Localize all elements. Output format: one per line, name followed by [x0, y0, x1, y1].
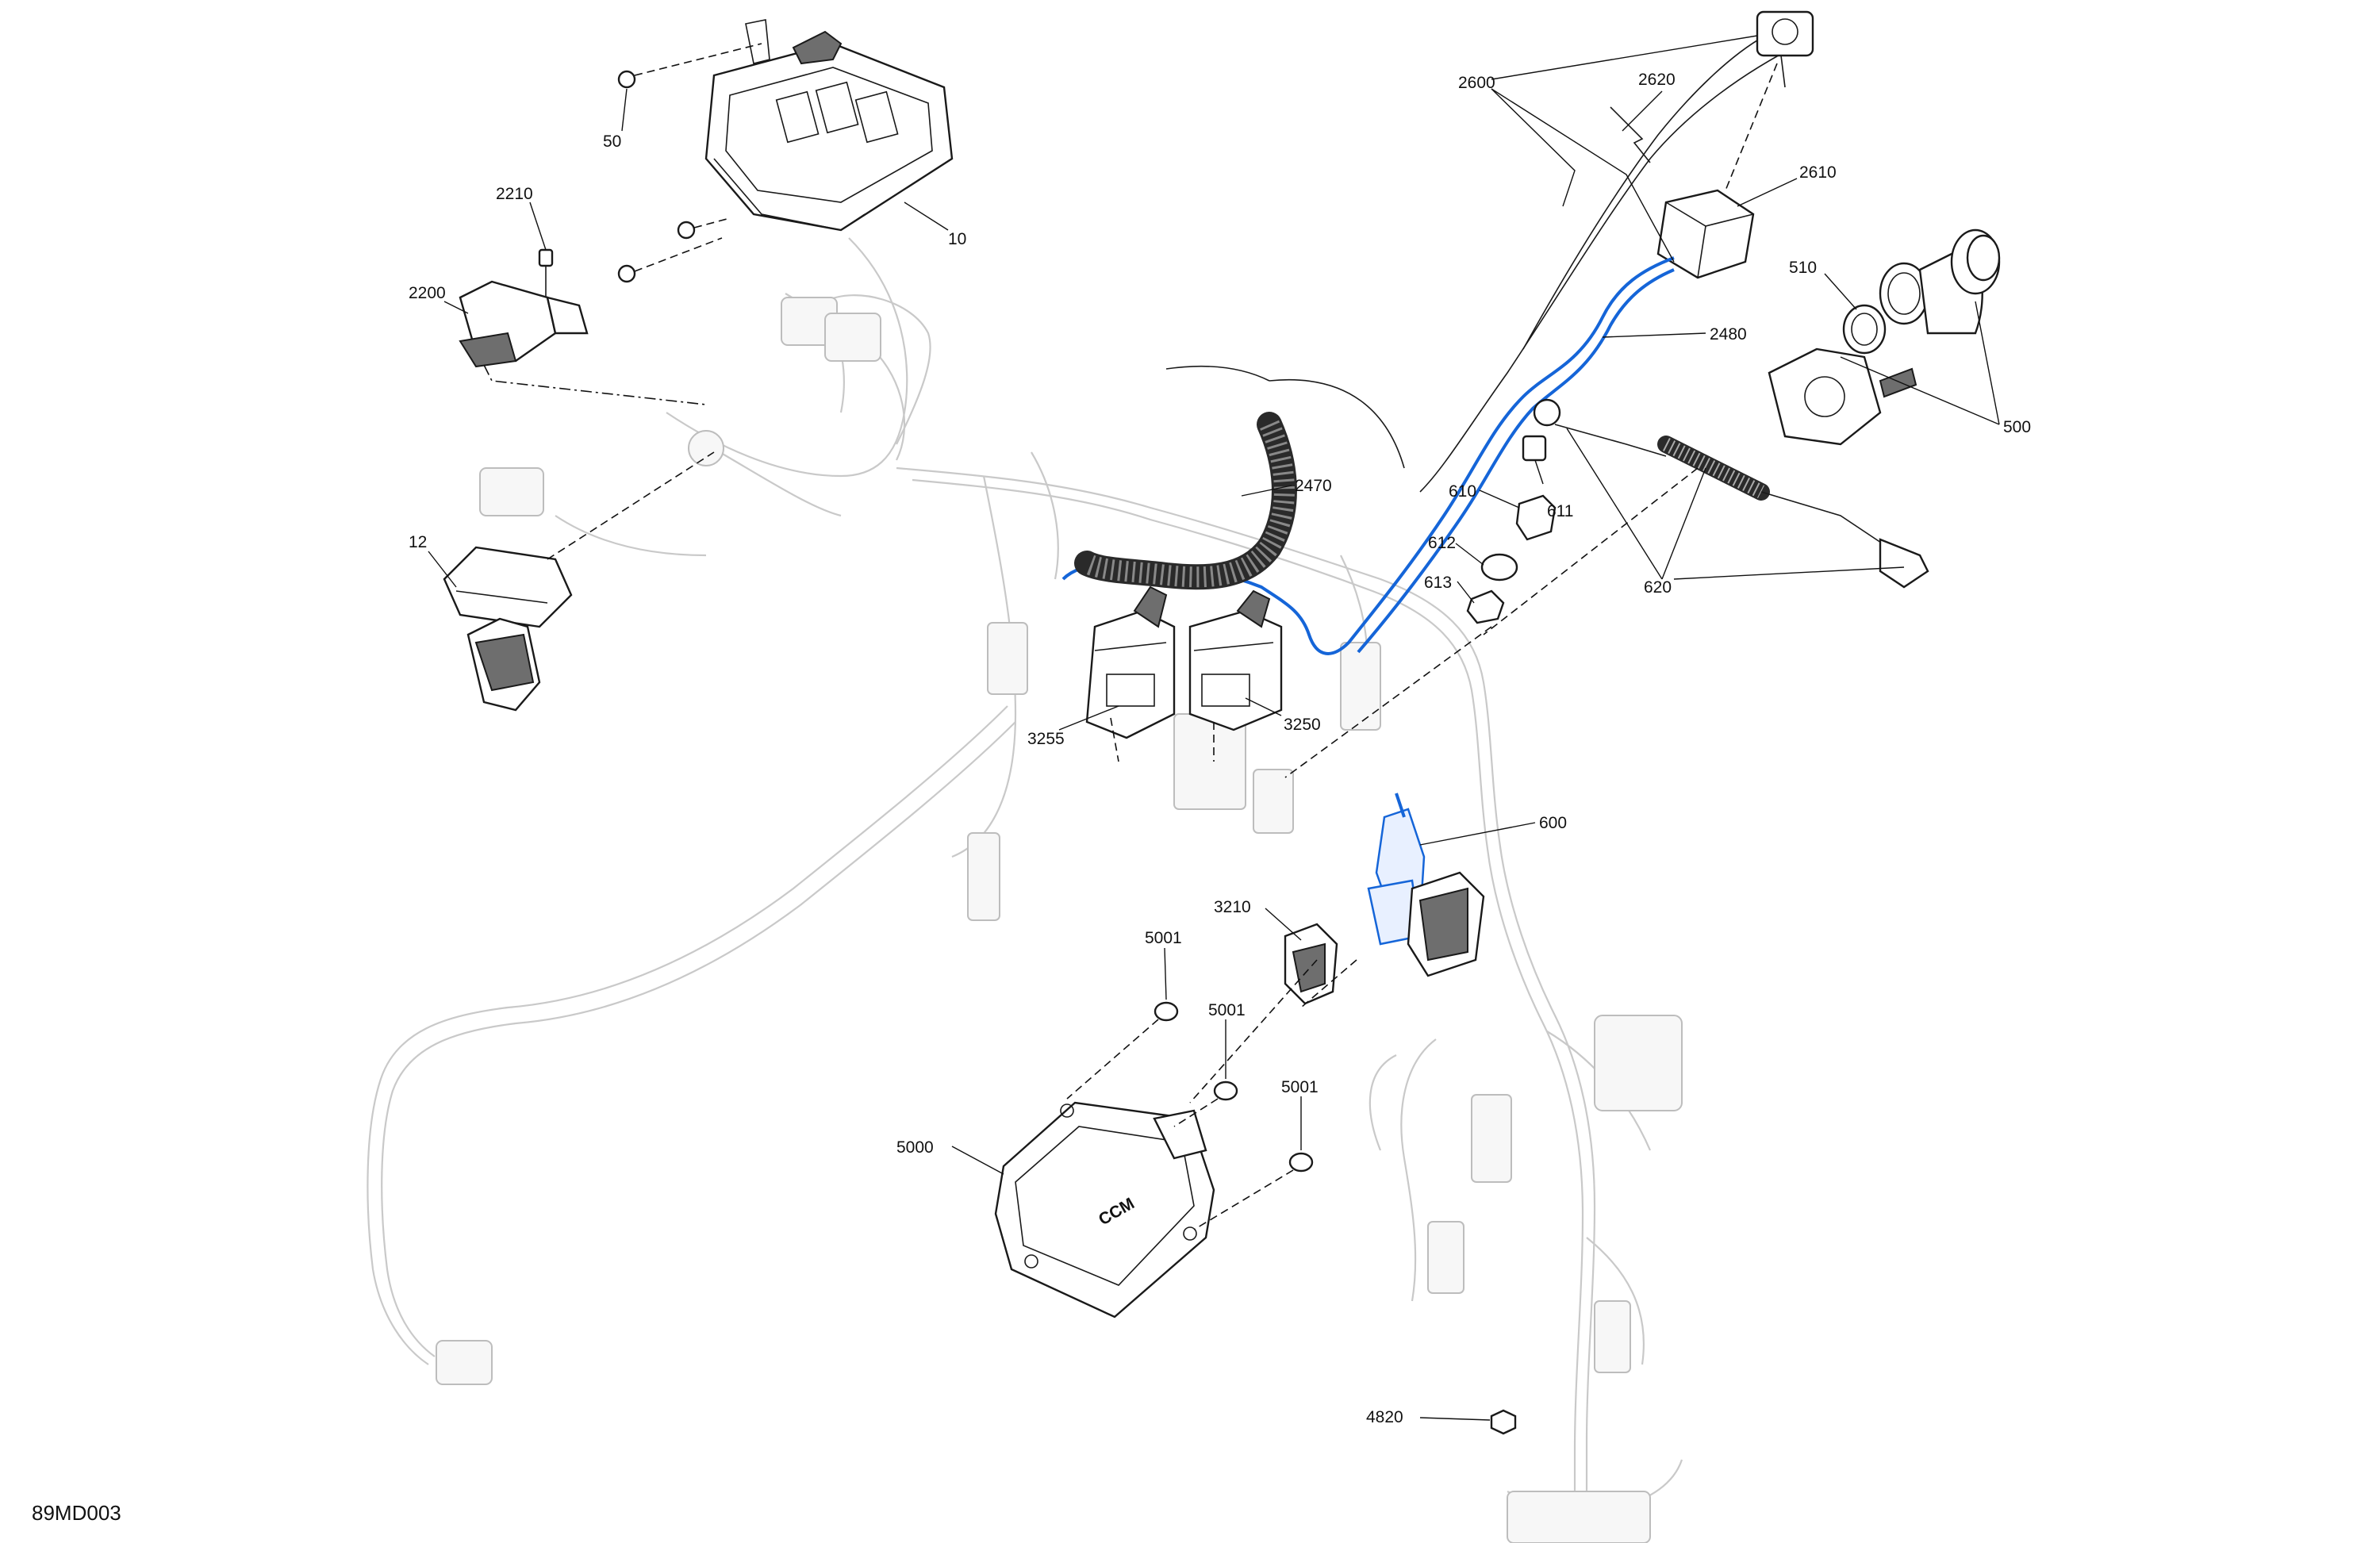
nut	[1213, 1080, 1238, 1101]
ghost-connector	[987, 622, 1028, 695]
pin	[1610, 106, 1651, 163]
callout-600: 600	[1539, 814, 1567, 832]
part-2600-cable	[1419, 35, 1802, 493]
callout-4820: 4820	[1366, 1408, 1403, 1426]
part-2620-switch	[1756, 10, 1814, 88]
align-line	[1725, 63, 1778, 191]
callout-5001-a: 5001	[1145, 929, 1182, 947]
callout-3210: 3210	[1214, 898, 1251, 916]
part-5001-nuts	[1154, 1001, 1314, 1173]
part-2200-sensor	[459, 280, 589, 368]
part-600-mating-connector	[1407, 871, 1485, 977]
main-harness-ghost	[367, 237, 1683, 1543]
part-4820-nut	[1490, 1409, 1517, 1435]
align-line	[1110, 717, 1119, 762]
callout-3255: 3255	[1027, 730, 1065, 748]
screw	[617, 70, 636, 89]
part-2610-module	[1656, 189, 1755, 279]
harness-connectors-ghost	[436, 297, 1683, 1543]
callout-2610: 2610	[1799, 163, 1837, 182]
ghost-module	[1594, 1015, 1683, 1111]
align-line	[1189, 959, 1318, 1104]
align-line	[1284, 626, 1492, 778]
callout-610: 610	[1449, 482, 1476, 501]
part-10-display-cluster	[704, 19, 954, 232]
callout-611: 611	[1547, 502, 1573, 520]
callout-10: 10	[948, 230, 966, 248]
callout-2600: 2600	[1458, 74, 1495, 92]
ghost-connector	[967, 832, 1000, 921]
callout-5001-c: 5001	[1281, 1078, 1319, 1096]
callout-2470: 2470	[1295, 477, 1332, 495]
ghost-connector	[1594, 1300, 1631, 1373]
align-line	[483, 364, 707, 405]
callout-2200: 2200	[409, 284, 446, 302]
callout-50: 50	[603, 132, 621, 151]
callout-5000: 5000	[896, 1138, 934, 1157]
part-500-ignition-assembly	[1768, 228, 2001, 446]
callout-612: 612	[1428, 534, 1456, 552]
align-line	[1483, 467, 1699, 635]
nut	[1288, 1152, 1314, 1173]
screw	[677, 221, 696, 240]
callout-613: 613	[1424, 574, 1452, 592]
callout-3250: 3250	[1284, 716, 1321, 734]
part-620-tether	[1533, 398, 1929, 589]
callout-labels: 50 10 2210 2200 12 2470 3255 3250 2600 2…	[409, 71, 2031, 1426]
callout-2480: 2480	[1710, 325, 1747, 344]
ghost-connector	[1471, 1094, 1512, 1183]
ghost-connector	[436, 1340, 493, 1385]
align-line	[1193, 1169, 1294, 1230]
part-2210-screw	[538, 248, 554, 297]
part-5000-ccm-module: CCM	[994, 1101, 1215, 1318]
part-510-nut	[1842, 304, 1887, 355]
ghost-connector	[824, 313, 881, 362]
callout-12: 12	[409, 533, 427, 551]
callout-500: 500	[2003, 418, 2031, 436]
nut	[1154, 1001, 1179, 1022]
part-3210-connector	[1284, 923, 1338, 1005]
screw	[617, 264, 636, 283]
align-line	[1173, 1098, 1219, 1127]
leader-lines	[428, 35, 2000, 1421]
callout-2210: 2210	[496, 185, 533, 203]
align-line	[547, 451, 715, 560]
ghost-connector	[1427, 1221, 1464, 1294]
ghost-base	[1507, 1491, 1651, 1543]
drawing-code: 89MD003	[32, 1501, 121, 1525]
callout-5001-b: 5001	[1208, 1001, 1246, 1019]
ghost-connector	[1340, 642, 1381, 731]
part-3250-connector	[1188, 589, 1283, 731]
part-50-screws	[617, 43, 762, 283]
part-2470-conduit	[1074, 365, 1405, 590]
callout-510: 510	[1789, 259, 1817, 277]
callout-620: 620	[1644, 578, 1672, 597]
callout-2620: 2620	[1638, 71, 1676, 89]
ghost-grommet	[688, 430, 724, 466]
align-line	[1066, 1019, 1159, 1100]
part-610-611-613-hardware	[1466, 435, 1557, 624]
part-3255-connector	[1085, 585, 1176, 739]
ghost-connector	[479, 467, 544, 516]
part-12-connector	[443, 546, 573, 712]
ghost-connector	[1253, 769, 1294, 834]
